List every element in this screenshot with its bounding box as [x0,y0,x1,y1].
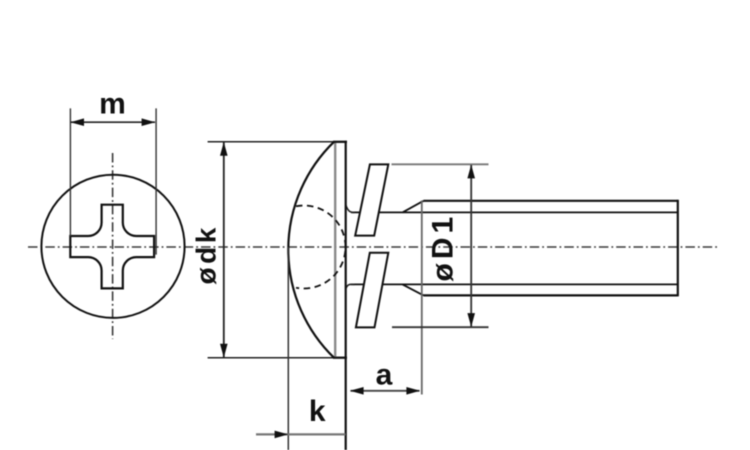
svg-text:ødk: ødk [191,224,222,284]
svg-text:a: a [376,359,393,392]
svg-text:øD1: øD1 [427,213,460,282]
svg-text:k: k [309,395,326,428]
svg-text:m: m [99,88,126,121]
